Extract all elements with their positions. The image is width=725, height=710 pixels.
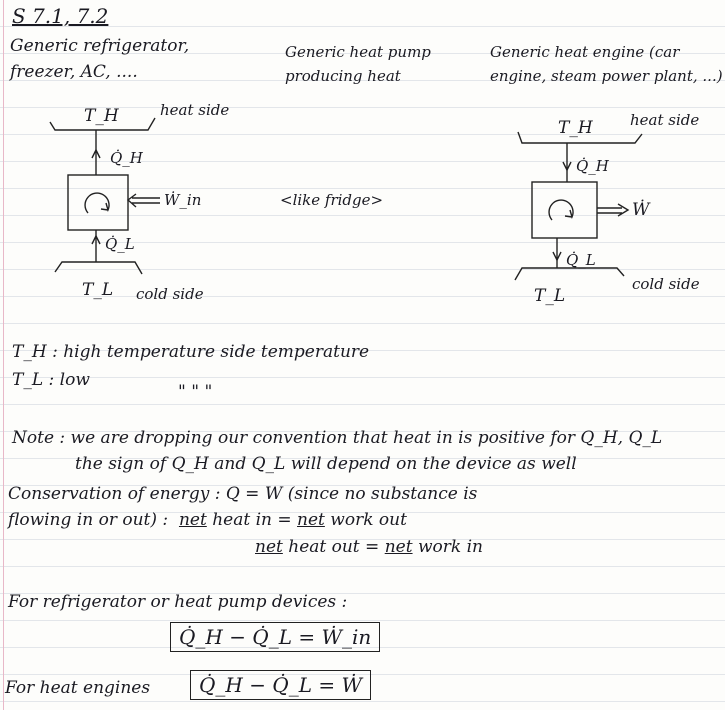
net-underlined: net bbox=[297, 510, 325, 530]
engine-th-label: T_H bbox=[558, 118, 593, 138]
engine-cold-reservoir bbox=[514, 267, 625, 281]
fridge-work-arrow-icon bbox=[126, 193, 160, 208]
fridge-cold-reservoir bbox=[54, 261, 143, 275]
conservation-line1: Conservation of energy : Q = W (since no… bbox=[8, 484, 478, 504]
engine-title-line1: Generic heat engine (car bbox=[490, 43, 680, 61]
eq1-mid: heat in = bbox=[206, 510, 298, 530]
section-heading: S 7.1, 7.2 bbox=[12, 4, 109, 28]
engine-work-arrow-icon bbox=[597, 203, 630, 217]
engine-w-label: Ẇ bbox=[632, 200, 650, 220]
fridge-cold-side-label: cold side bbox=[136, 285, 204, 303]
fridge-formula-label: For refrigerator or heat pump devices : bbox=[8, 592, 348, 612]
engine-cycle-icon bbox=[548, 199, 574, 221]
conservation-line2: flowing in or out) : net heat in = net w… bbox=[8, 510, 407, 530]
fridge-ql-label: Q̇_L bbox=[105, 235, 135, 253]
net-underlined: net bbox=[255, 537, 283, 557]
engine-device-box bbox=[531, 181, 598, 239]
engine-cold-side-label: cold side bbox=[632, 275, 700, 293]
heatpump-title-line2: producing heat bbox=[285, 67, 401, 85]
eq2-mid: heat out = bbox=[282, 537, 385, 557]
net-underlined: net bbox=[384, 537, 413, 557]
engine-qh-arrow-down-icon bbox=[562, 161, 572, 172]
fridge-tl-label: T_L bbox=[82, 280, 114, 300]
net-underlined: net bbox=[178, 510, 207, 530]
fridge-ql-arrow-up-icon bbox=[91, 234, 101, 245]
heatpump-like-fridge-note: <like fridge> bbox=[280, 191, 384, 209]
fridge-title-line2: freezer, AC, .... bbox=[10, 62, 138, 82]
fridge-energy-equation: Q̇_H − Q̇_L = Ẇ_in bbox=[170, 622, 381, 652]
conservation-line3: net heat out = net work in bbox=[255, 537, 483, 557]
tl-definition: T_L : low bbox=[12, 370, 90, 390]
conservation-prefix: flowing in or out) : bbox=[8, 510, 169, 530]
engine-hot-reservoir bbox=[517, 131, 643, 144]
engine-hot-side-label: heat side bbox=[630, 111, 700, 129]
engine-tl-label: T_L bbox=[534, 286, 566, 306]
fridge-hot-reservoir bbox=[49, 117, 156, 131]
fridge-cycle-icon bbox=[84, 192, 110, 214]
fridge-qh-arrow-up-icon bbox=[91, 148, 101, 159]
engine-qh-label: Q̇_H bbox=[576, 157, 609, 175]
engine-ql-label: Q̇_L bbox=[566, 251, 596, 269]
fridge-win-label: Ẇ_in bbox=[164, 191, 202, 209]
fridge-th-label: T_H bbox=[84, 106, 119, 126]
heatpump-title-line1: Generic heat pump bbox=[285, 43, 431, 61]
eq1-end: work out bbox=[324, 510, 407, 530]
engine-formula-label: For heat engines bbox=[5, 678, 151, 698]
ditto-marks: " " " bbox=[178, 382, 213, 402]
eq2-end: work in bbox=[412, 537, 483, 557]
engine-title-line2: engine, steam power plant, ...) bbox=[490, 67, 723, 85]
fridge-qh-label: Q̇_H bbox=[110, 149, 143, 167]
page-margin-line bbox=[3, 0, 4, 710]
engine-energy-equation: Q̇_H − Q̇_L = Ẇ bbox=[190, 670, 372, 700]
note-line1: Note : we are dropping our convention th… bbox=[12, 428, 663, 448]
th-definition: T_H : high temperature side temperature bbox=[12, 342, 370, 362]
fridge-hot-side-label: heat side bbox=[160, 101, 230, 119]
engine-ql-arrow-down-icon bbox=[552, 251, 562, 262]
note-line2: the sign of Q_H and Q_L will depend on t… bbox=[75, 454, 577, 474]
fridge-title-line1: Generic refrigerator, bbox=[10, 36, 190, 56]
fridge-device-box bbox=[67, 174, 129, 231]
